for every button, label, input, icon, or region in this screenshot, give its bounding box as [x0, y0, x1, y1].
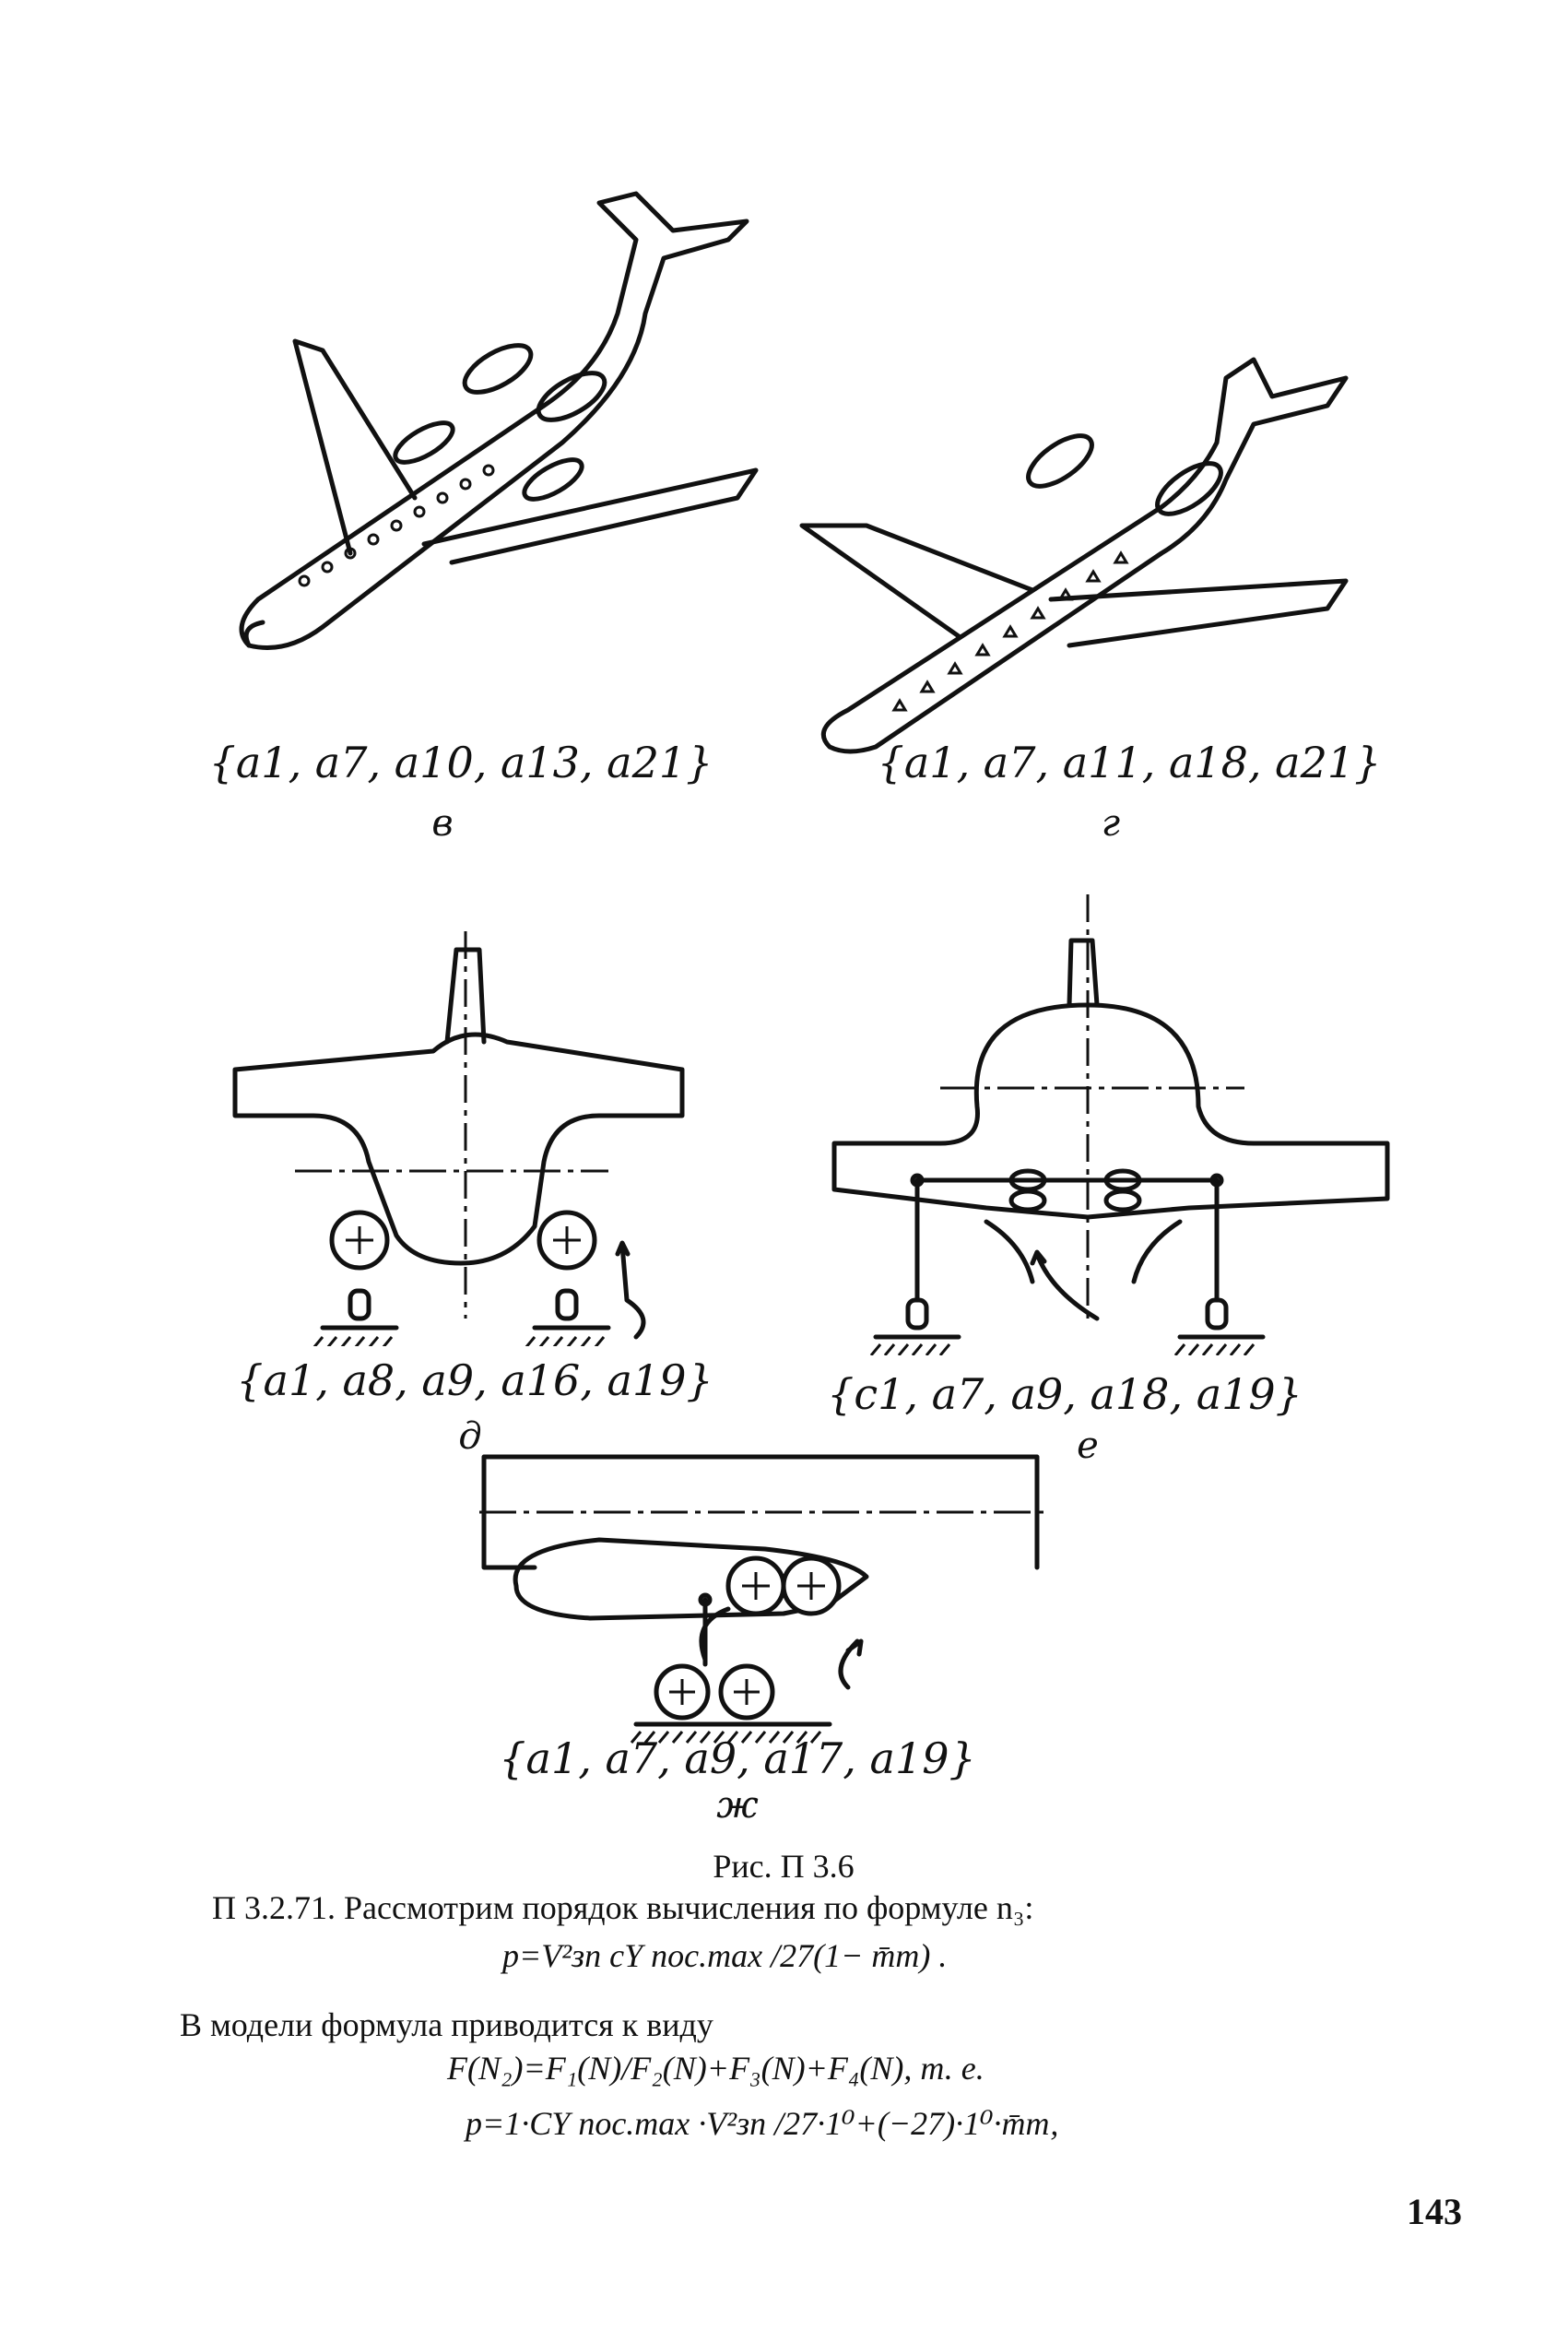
set-d: {a1, a8, a9, a16, a19}	[236, 1355, 713, 1405]
set-zh: {a1, a7, a9, a17, a19}	[499, 1733, 976, 1783]
formula-2: F(N₂)=F₁(N)/F₂(N)+F₃(N)+F₄(N), т. е.	[447, 2050, 984, 2087]
aircraft-front-view-d	[232, 931, 685, 1346]
paragraph-2: В модели формула приводится к виду	[180, 2006, 713, 2043]
letter-g: г	[1101, 802, 1121, 845]
letter-zh: ж	[716, 1784, 759, 1827]
aircraft-front-view-e	[831, 894, 1390, 1355]
wing-side-view-zh	[479, 1454, 1051, 1744]
set-e: {c1, a7, a9, a18, a19}	[827, 1369, 1303, 1419]
aircraft-view-v	[239, 191, 759, 650]
window-row	[298, 464, 495, 587]
aircraft-view-g	[799, 357, 1349, 754]
set-g: {a1, a7, a11, a18, a21}	[877, 738, 1382, 787]
letter-d: д	[458, 1415, 482, 1458]
window-row	[891, 550, 1129, 712]
formula-3: p=1·CY пос.max ·V²зп /27·1⁰+(−27)·1⁰·m̄т…	[466, 2105, 1059, 2142]
letter-e: е	[1077, 1425, 1099, 1467]
formula-1: p=V²зп cY пос.max /27(1− m̄т) .	[502, 1937, 948, 1974]
page-number: 143	[1407, 2191, 1462, 2232]
figure-caption: Рис. П 3.6	[713, 1848, 855, 1885]
set-v: {a1, a7, a10, a13, a21}	[208, 738, 713, 787]
paragraph-1: П 3.2.71. Рассмотрим порядок вычисления …	[212, 1889, 1034, 1926]
letter-v: в	[431, 802, 454, 845]
